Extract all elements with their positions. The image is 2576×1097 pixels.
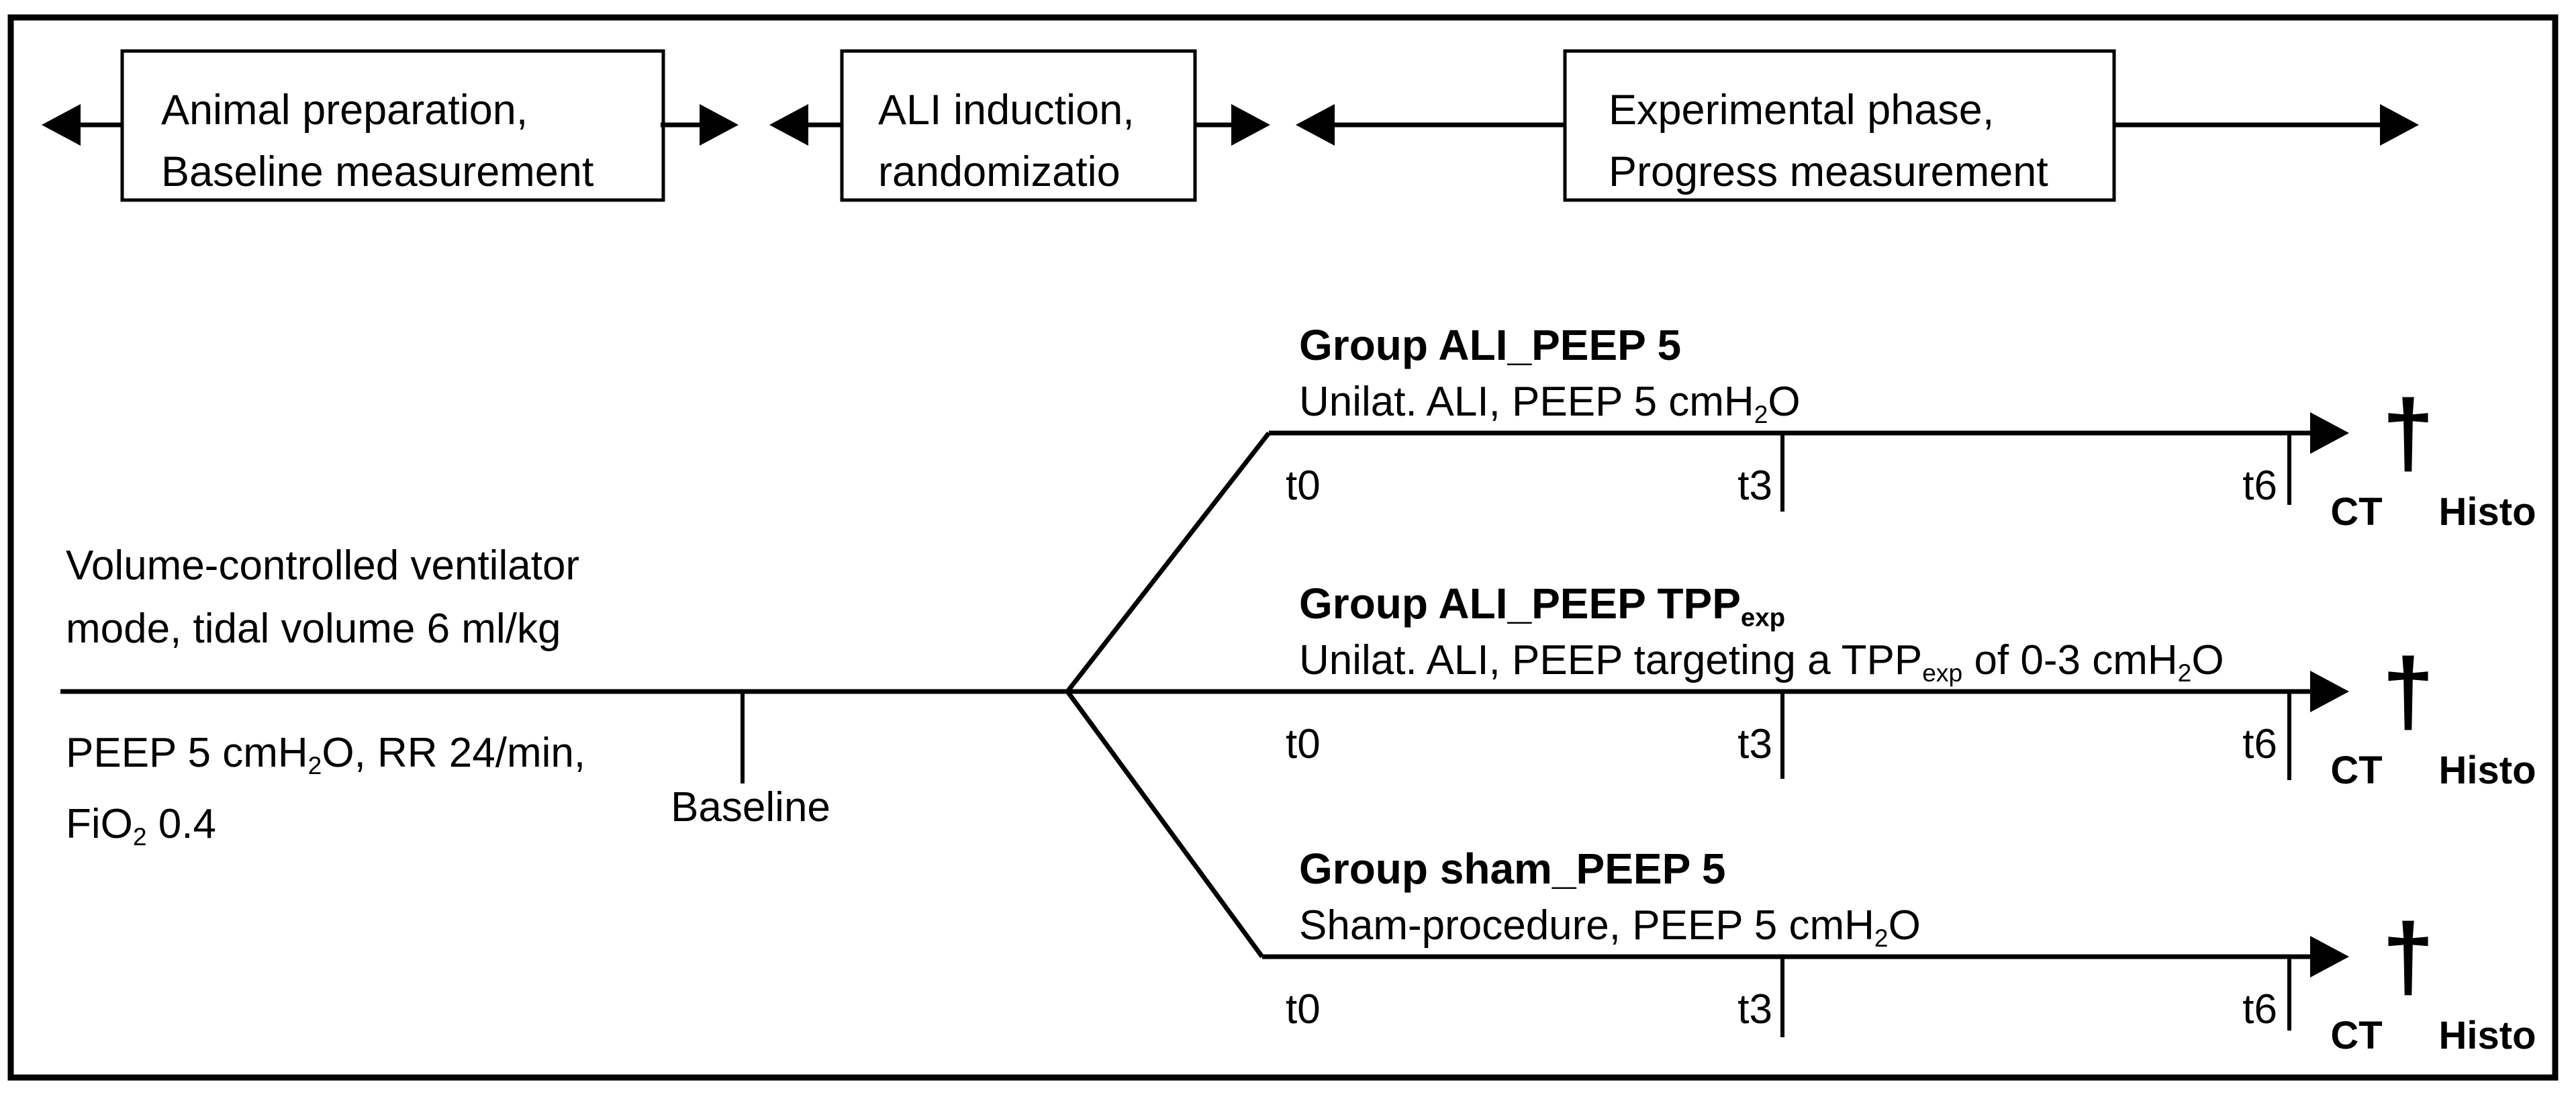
group3-timepoint-t3: t3 (1737, 986, 1772, 1033)
group1-endpoint-histo: Histo (2438, 490, 2536, 534)
phase2-right-arrowhead (1231, 104, 1270, 146)
ventilation-settings-upper: Volume-controlled ventilator mode, tidal… (66, 534, 579, 661)
group1-endpoint-ct: CT (2330, 490, 2383, 534)
ventilation-line4: FiO2 0.4 (66, 801, 216, 851)
ventilation-line2: mode, tidal volume 6 ml/kg (66, 606, 561, 652)
phase-box-3-line1: Experimental phase, (1609, 87, 1995, 134)
arrowhead-group3 (2310, 936, 2349, 977)
phase-box-2-line2: randomizatio (878, 148, 1120, 195)
phase-box-2-line1: ALI induction, (878, 87, 1135, 134)
group1-death-icon: † (2382, 380, 2434, 485)
group3-death-icon: † (2382, 904, 2434, 1009)
phase-box-2-label: ALI induction, randomizatio (878, 79, 1135, 203)
group3-title: Group sham_PEEP 5 (1299, 845, 1726, 893)
arrowhead-group2 (2310, 671, 2349, 712)
phase1-left-arrowhead (42, 104, 81, 146)
group2-timepoint-t6: t6 (2242, 721, 2277, 767)
phase-box-1 (120, 49, 665, 202)
ventilation-line3: PEEP 5 cmH2O, RR 24/min, (66, 730, 586, 780)
group1-title: Group ALI_PEEP 5 (1299, 321, 1682, 369)
group2-timepoint-t3: t3 (1737, 721, 1772, 767)
arrowhead-group1 (2310, 412, 2349, 454)
group1-timepoint-t0: t0 (1286, 463, 1321, 509)
group3-timepoint-t6: t6 (2242, 986, 2277, 1033)
phase-box-1-label: Animal preparation, Baseline measurement (161, 79, 593, 203)
group2-timepoint-t0: t0 (1286, 721, 1321, 767)
phase3-right-arrowhead (2380, 104, 2419, 146)
group3-endpoint-histo: Histo (2438, 1014, 2536, 1057)
phase-box-3-line2: Progress measurement (1609, 148, 2048, 195)
group2-title: Group ALI_PEEP TPPexp (1299, 579, 1786, 632)
phase1-right-arrowhead (700, 104, 738, 146)
phase-box-2 (840, 49, 1197, 202)
branch-lower-diagonal (1065, 689, 1264, 959)
phase-box-3-label: Experimental phase, Progress measurement (1609, 79, 2048, 203)
group3-timepoint-t0: t0 (1286, 986, 1321, 1033)
phase-box-1-line1: Animal preparation, (161, 87, 528, 134)
group3-endpoint-ct: CT (2330, 1014, 2383, 1057)
ventilation-settings-lower: PEEP 5 cmH2O, RR 24/min, FiO2 0.4 (66, 724, 585, 866)
group1-timepoint-t3: t3 (1737, 463, 1772, 509)
phase3-left-arrowhead (1296, 104, 1335, 146)
figure-border (7, 14, 2559, 1081)
group2-death-icon: † (2382, 638, 2434, 744)
ventilation-line1: Volume-controlled ventilator (66, 542, 580, 589)
phase-box-1-line2: Baseline measurement (161, 148, 594, 195)
group2-subtitle: Unilat. ALI, PEEP targeting a TPPexp of … (1299, 637, 2224, 687)
branch-upper-diagonal (1065, 431, 1271, 694)
group1-subtitle: Unilat. ALI, PEEP 5 cmH2O (1299, 379, 1801, 429)
group2-endpoint-histo: Histo (2438, 749, 2536, 792)
baseline-label: Baseline (671, 784, 830, 830)
group1-timepoint-t6: t6 (2242, 463, 2277, 509)
group2-endpoint-ct: CT (2330, 749, 2383, 792)
phase2-left-arrowhead (769, 104, 808, 146)
group3-subtitle: Sham-procedure, PEEP 5 cmH2O (1299, 902, 1921, 953)
